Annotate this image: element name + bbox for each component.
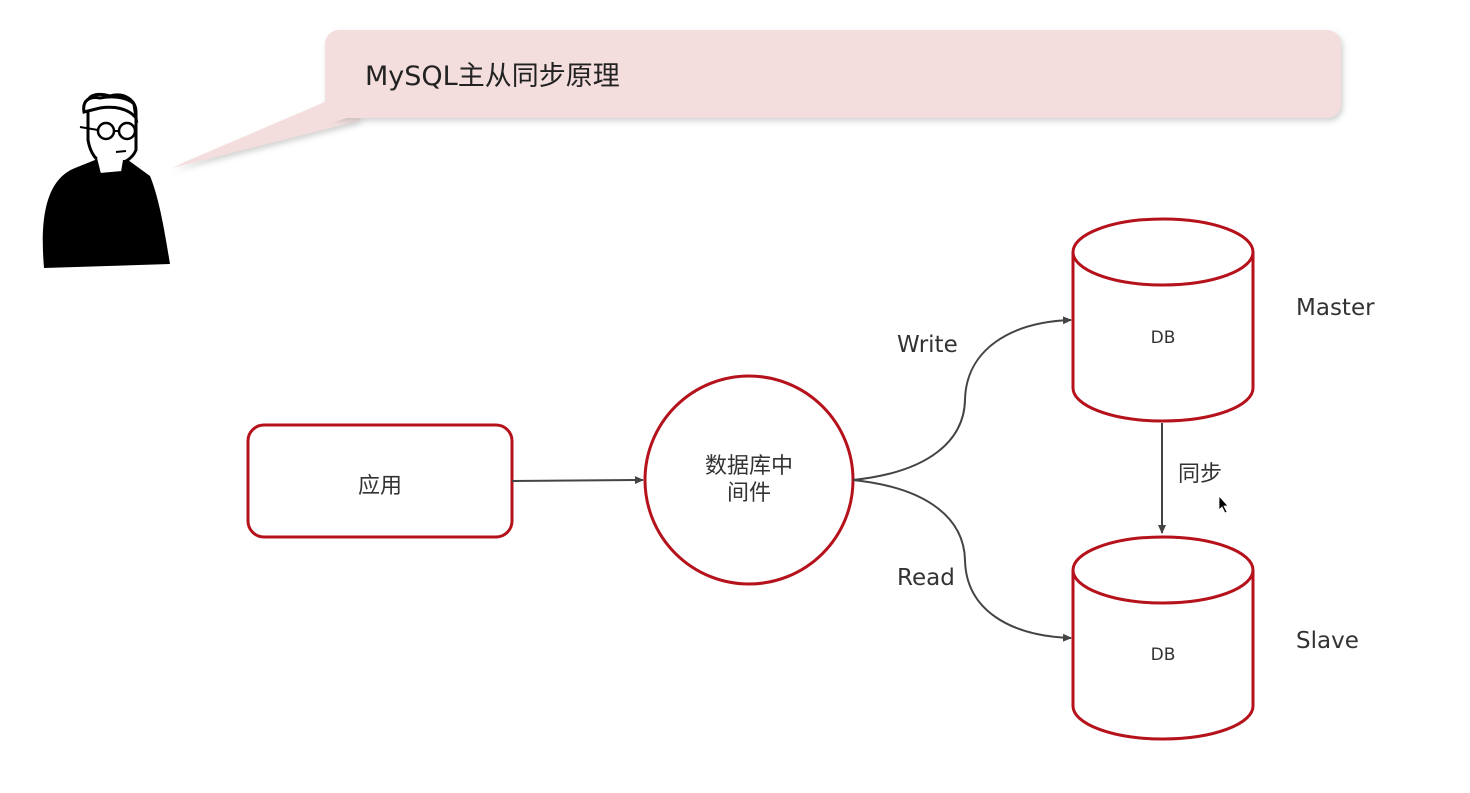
mouse-cursor-icon [1218,494,1229,514]
sync-label: 同步 [1178,462,1223,487]
write-arrow [852,316,1072,481]
presenter-avatar-icon [42,92,170,268]
speech-callout [172,30,1341,168]
middleware-label-line1: 数据库中 [704,454,793,479]
middleware-node [643,374,855,586]
app-label: 应用 [357,474,402,499]
write-label: Write [897,332,958,358]
read-arrow [852,479,1072,642]
slave-label: Slave [1296,628,1359,654]
app-to-middleware-arrow [511,476,644,485]
master-db-label: DB [1150,328,1176,348]
master-label: Master [1296,295,1375,321]
read-label: Read [897,565,955,591]
slave-db-label: DB [1150,645,1176,665]
callout-title: MySQL主从同步原理 [365,61,620,92]
master-db-cylinder [1071,217,1255,423]
slave-db-cylinder [1071,535,1255,741]
middleware-label-line2: 间件 [726,481,771,506]
